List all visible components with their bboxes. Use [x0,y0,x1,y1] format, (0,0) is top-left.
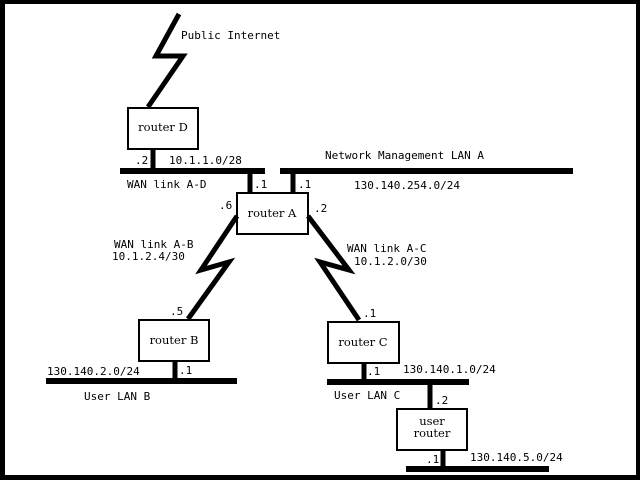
public-internet-label: Public Internet [181,29,280,42]
router-c-label: router C [338,335,387,349]
wan-link-ac-name: WAN link A-C [347,242,426,255]
user-router-lan-address: .1 [426,453,439,466]
user-router-box [396,408,468,451]
wan-link-ab-name: WAN link A-B [114,238,194,251]
user-lan-c-name: User LAN C [334,389,400,402]
user-router-lan-c-address: .2 [435,394,448,407]
internet-link [145,12,188,109]
router-a-wan-ac-address: .2 [314,202,327,215]
router-d-label: router D [138,120,188,134]
user-lan-c-subnet: 130.140.1.0/24 [403,363,496,376]
wan-link-ac-subnet: 10.1.2.0/30 [354,255,427,268]
router-c-wan-address: .1 [363,307,376,320]
router-c-lan-address: .1 [367,365,380,378]
wan-link-ac [306,214,362,322]
mgmt-lan-name: Network Management LAN A [325,149,484,162]
user-lan-b-name: User LAN B [84,390,151,403]
router-a-mgmt-address: .1 [298,178,311,191]
user-lan-subnet: 130.140.5.0/24 [470,451,563,464]
user-router-label-line1: user [419,414,445,428]
router-c-box [327,321,400,364]
router-d-wan-address: .2 [135,154,148,167]
router-a-wan-ab-address: .6 [219,199,232,212]
user-lan-b-subnet: 130.140.2.0/24 [47,365,140,378]
router-a-label: router A [248,206,297,220]
wan-link-ab [185,214,240,321]
router-d-box [127,107,199,150]
router-b-label: router B [150,333,199,347]
router-a-wan-ad-address: .1 [254,178,267,191]
router-b-lan-address: .1 [179,364,192,377]
router-b-box [138,319,210,362]
wan-link-ad-name: WAN link A-D [127,178,206,191]
wan-link-ad-subnet: 10.1.1.0/28 [169,154,242,167]
wan-link-ab-subnet: 10.1.2.4/30 [112,250,185,263]
mgmt-lan-subnet: 130.140.254.0/24 [354,179,460,192]
router-a-box [236,192,309,235]
user-router-label-line2: router [414,426,451,440]
router-b-wan-address: .5 [170,305,183,318]
diagram-background [5,4,636,475]
